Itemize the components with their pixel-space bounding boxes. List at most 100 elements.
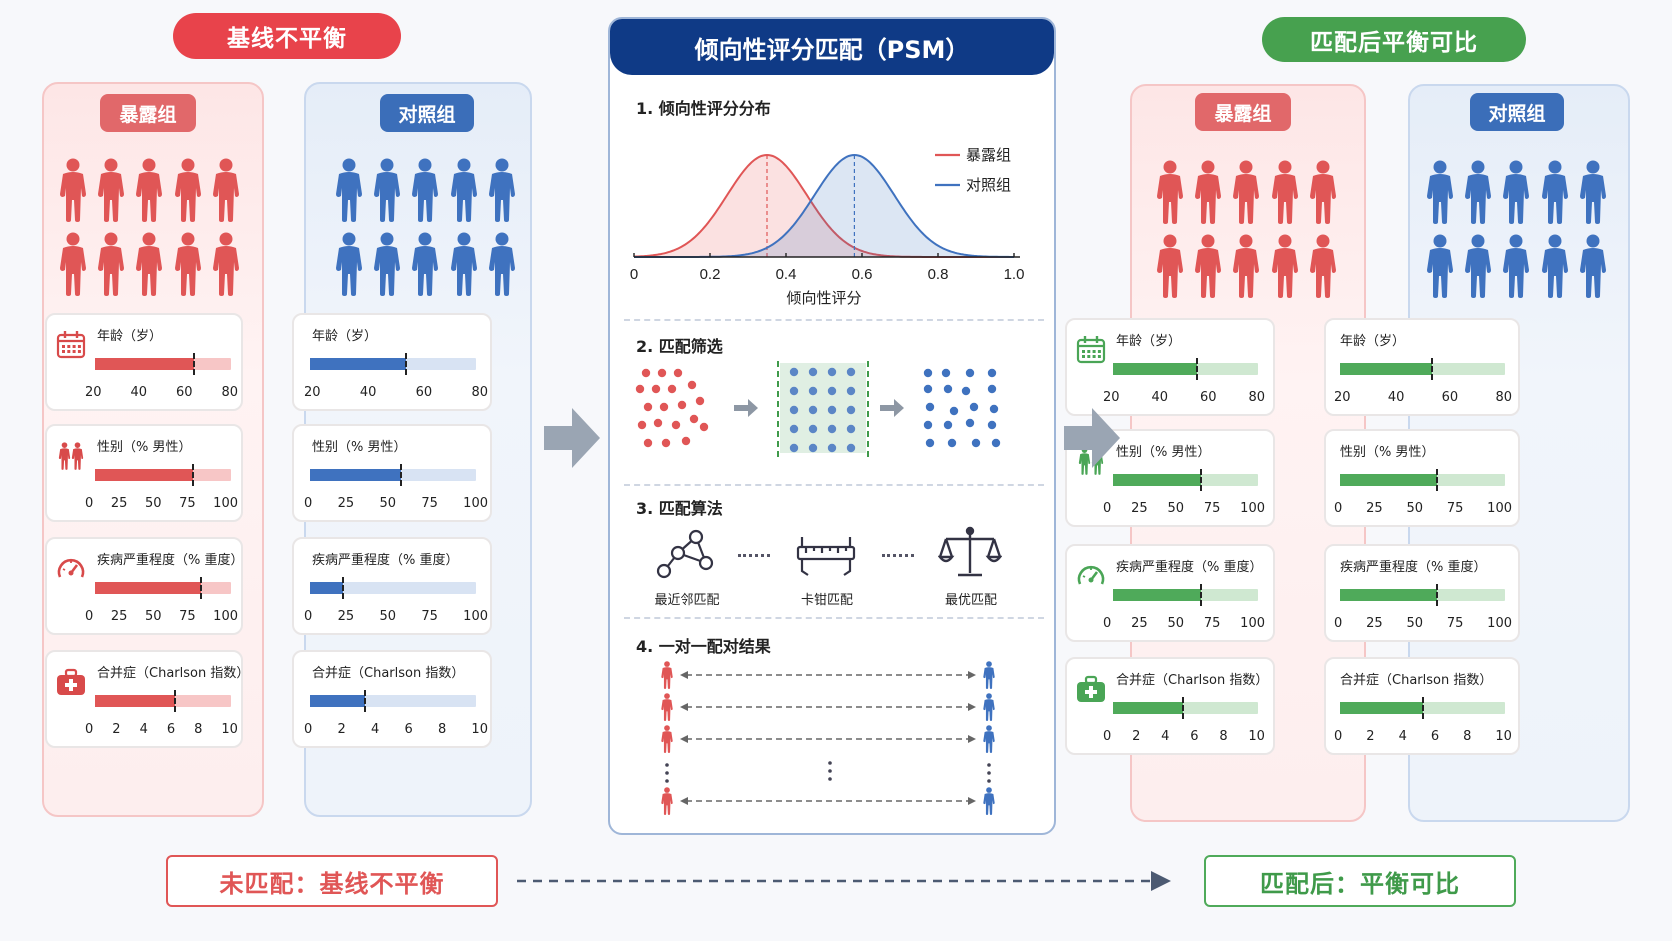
mean-marker: [1181, 697, 1184, 719]
legend-exposed: 暴露组: [966, 146, 1011, 164]
x-tick-label: 0.6: [852, 266, 873, 283]
variable-bar-fill: [1340, 474, 1438, 486]
balanced-after-matching-pill: 匹配后平衡可比: [1262, 17, 1526, 62]
tick-label: 50: [379, 496, 396, 511]
tick-label: 0: [304, 722, 313, 737]
section-divider: [624, 617, 1044, 619]
density-area: [634, 155, 1014, 257]
person-icon: [374, 158, 401, 222]
unit-dot: [923, 420, 933, 430]
variable-title: 年龄（岁）: [97, 329, 163, 344]
group-header-exposed: 暴露组: [1195, 93, 1291, 131]
person-icon: [212, 158, 239, 222]
exposed-people: [58, 158, 244, 296]
variable-bar-fill: [95, 469, 193, 481]
exposed-people: [1155, 160, 1341, 298]
person-icon: [1195, 234, 1222, 298]
tick-label: 0: [85, 609, 94, 624]
tick-label: 100: [213, 609, 238, 624]
tick-label: 80: [1248, 390, 1265, 405]
variable-bar-fill: [310, 695, 365, 707]
footer-matched: 匹配后：平衡可比: [1204, 855, 1516, 907]
tick-label: 50: [379, 609, 396, 624]
tick-label: 40: [130, 385, 148, 400]
person-icon: [1465, 160, 1492, 224]
variable-bar: [1113, 584, 1258, 606]
group-header-control: 对照组: [380, 94, 474, 132]
control-person-icon: [983, 787, 995, 815]
nearest-neighbor-icon: [656, 529, 714, 579]
tick-label: 60: [1441, 390, 1459, 405]
mean-marker: [342, 577, 345, 599]
matching-filter-diagram: [635, 361, 1001, 457]
tick-label: 60: [175, 385, 193, 400]
person-icon: [336, 158, 362, 222]
mean-marker: [400, 464, 403, 486]
unit-dot: [965, 368, 975, 378]
person-icon: [1309, 160, 1336, 224]
unit-dot: [989, 404, 999, 414]
tick-label: 25: [110, 496, 128, 511]
person-icon: [1579, 234, 1606, 298]
tick-label: 25: [337, 496, 355, 511]
unit-dot: [671, 420, 681, 430]
footer-dashed-arrow: [517, 871, 1171, 891]
mean-marker: [193, 353, 196, 375]
tick-label: 2: [1132, 729, 1141, 744]
group-header-exposed: 暴露组: [100, 94, 196, 132]
unit-dot: [643, 438, 653, 448]
tick-label: 8: [194, 722, 203, 737]
baseline-imbalance-pill: 基线不平衡: [173, 13, 401, 59]
tick-label: 25: [1366, 501, 1383, 516]
variable-bar-fill: [1113, 474, 1202, 486]
unit-dot: [677, 400, 687, 410]
unit-dot: [808, 367, 818, 377]
person-icon: [412, 232, 439, 296]
tick-label: 40: [1151, 390, 1169, 405]
tick-label: 20: [304, 385, 321, 400]
mean-marker: [1200, 584, 1203, 606]
density-area: [634, 155, 1014, 257]
tick-label: 50: [1406, 616, 1423, 631]
variable-title: 性别（% 男性）: [1116, 445, 1211, 460]
x-tick-label: 0: [630, 266, 638, 283]
person-icon: [1271, 234, 1298, 298]
tick-label: 100: [463, 496, 488, 511]
unit-dot: [789, 386, 799, 396]
tick-label: 2: [1366, 729, 1375, 744]
section-3-title: 3. 匹配算法: [636, 499, 723, 518]
control-people: [334, 158, 520, 296]
balance-scale-icon: [938, 526, 1002, 577]
variable-title: 疾病严重程度（% 重度）: [97, 553, 244, 568]
unit-dot: [925, 438, 935, 448]
tick-label: 40: [1387, 390, 1405, 405]
tick-label: 75: [421, 609, 438, 624]
variable-title: 年龄（岁）: [1340, 334, 1406, 349]
x-tick-label: 1.0: [1004, 266, 1025, 283]
unit-dot: [667, 384, 677, 394]
unit-dot: [949, 406, 959, 416]
unit-dot: [846, 386, 856, 396]
unit-dot: [827, 367, 837, 377]
tick-label: 20: [1103, 390, 1120, 405]
person-icon: [412, 158, 439, 222]
unit-dot: [657, 368, 667, 378]
tick-label: 8: [437, 722, 447, 737]
unit-dot: [808, 424, 818, 434]
unit-dot: [808, 386, 818, 396]
mean-marker: [363, 690, 366, 712]
tick-label: 50: [144, 609, 162, 624]
person-icon: [136, 232, 163, 296]
tick-label: 50: [144, 496, 162, 511]
person-icon: [1503, 234, 1530, 298]
variable-bar: [1340, 584, 1505, 606]
flow-arrow-right: [544, 408, 600, 468]
section-2-title: 2. 匹配筛选: [636, 337, 723, 356]
method-caliper: 卡钳匹配: [800, 593, 853, 608]
tick-label: 75: [1446, 501, 1464, 516]
variable-bar-fill: [1340, 363, 1433, 375]
one-to-one-pairs: [661, 661, 995, 815]
